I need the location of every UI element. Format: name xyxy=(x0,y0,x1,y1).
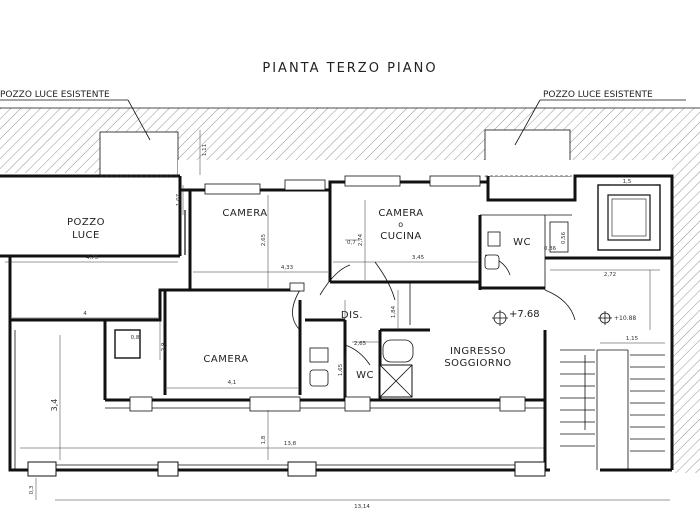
room-camera-bottom: CAMERA xyxy=(203,354,248,365)
room-camera-cucina-2: o xyxy=(398,220,403,229)
dim-18: 1,8 xyxy=(261,435,267,444)
dim-1314: 13,14 xyxy=(354,504,370,510)
room-camera-cucina-1: CAMERA xyxy=(378,208,423,219)
walls xyxy=(0,174,674,477)
dim-29: 2,9 xyxy=(161,342,167,351)
dim-03: 0,3 xyxy=(29,485,35,494)
room-camera-top: CAMERA xyxy=(222,208,267,219)
room-pozzo-2: LUCE xyxy=(72,230,100,241)
dim-107: 1,07 xyxy=(176,193,182,206)
level-label-main: +7.68 xyxy=(509,309,540,320)
room-wc-bottom: WC xyxy=(356,370,374,381)
staircase xyxy=(560,184,672,472)
room-wc-top: WC xyxy=(513,237,531,248)
dim-272: 2,72 xyxy=(604,272,616,278)
dimension-lines xyxy=(5,130,670,501)
dim-056: 0,56 xyxy=(561,231,567,244)
dim-345: 3,45 xyxy=(412,255,425,261)
room-ingresso-2: SOGGIORNO xyxy=(444,358,511,369)
leader-left-arrow xyxy=(127,99,151,141)
room-camera-cucina-3: CUCINA xyxy=(380,231,422,242)
dim-111: 1,11 xyxy=(202,144,208,156)
hatched-boundary xyxy=(0,107,700,473)
room-ingresso-1: INGRESSO xyxy=(450,346,506,357)
dim-41: 4,1 xyxy=(228,380,237,386)
dim-265b: 2,65 xyxy=(354,341,367,347)
dim-4: 4 xyxy=(83,311,87,317)
level-label-stair: +10.88 xyxy=(614,315,636,322)
dim-265a: 2,65 xyxy=(261,233,267,246)
dim-138: 13,8 xyxy=(284,441,297,447)
dim-274: 2,74 xyxy=(358,233,364,246)
dim-433: 4,33 xyxy=(281,265,294,271)
pozzo-label-left: POZZO LUCE ESISTENTE xyxy=(0,90,110,100)
room-dis: DIS. xyxy=(341,310,363,321)
dim-15: 1,5 xyxy=(623,179,632,185)
dim-086: 0,86 xyxy=(544,246,557,252)
dim-34: 3,4 xyxy=(50,399,59,412)
dim-165: 1,65 xyxy=(338,363,344,376)
door-swings xyxy=(292,254,576,366)
pozzo-label-right: POZZO LUCE ESISTENTE xyxy=(543,90,653,100)
fixtures xyxy=(289,221,569,398)
plan-title: PIANTA TERZO PIANO xyxy=(262,61,437,76)
level-marker-stair xyxy=(598,311,612,325)
level-marker-main xyxy=(492,310,508,326)
dim-08: 0,8 xyxy=(131,335,140,341)
leader-right-arrow xyxy=(514,99,541,146)
dim-07: 0,7 xyxy=(347,240,356,246)
dim-115: 1,15 xyxy=(626,336,639,342)
room-pozzo-1: POZZO xyxy=(67,217,105,228)
dim-184: 1,84 xyxy=(391,305,397,318)
dim-475: 4,75 xyxy=(86,255,99,261)
